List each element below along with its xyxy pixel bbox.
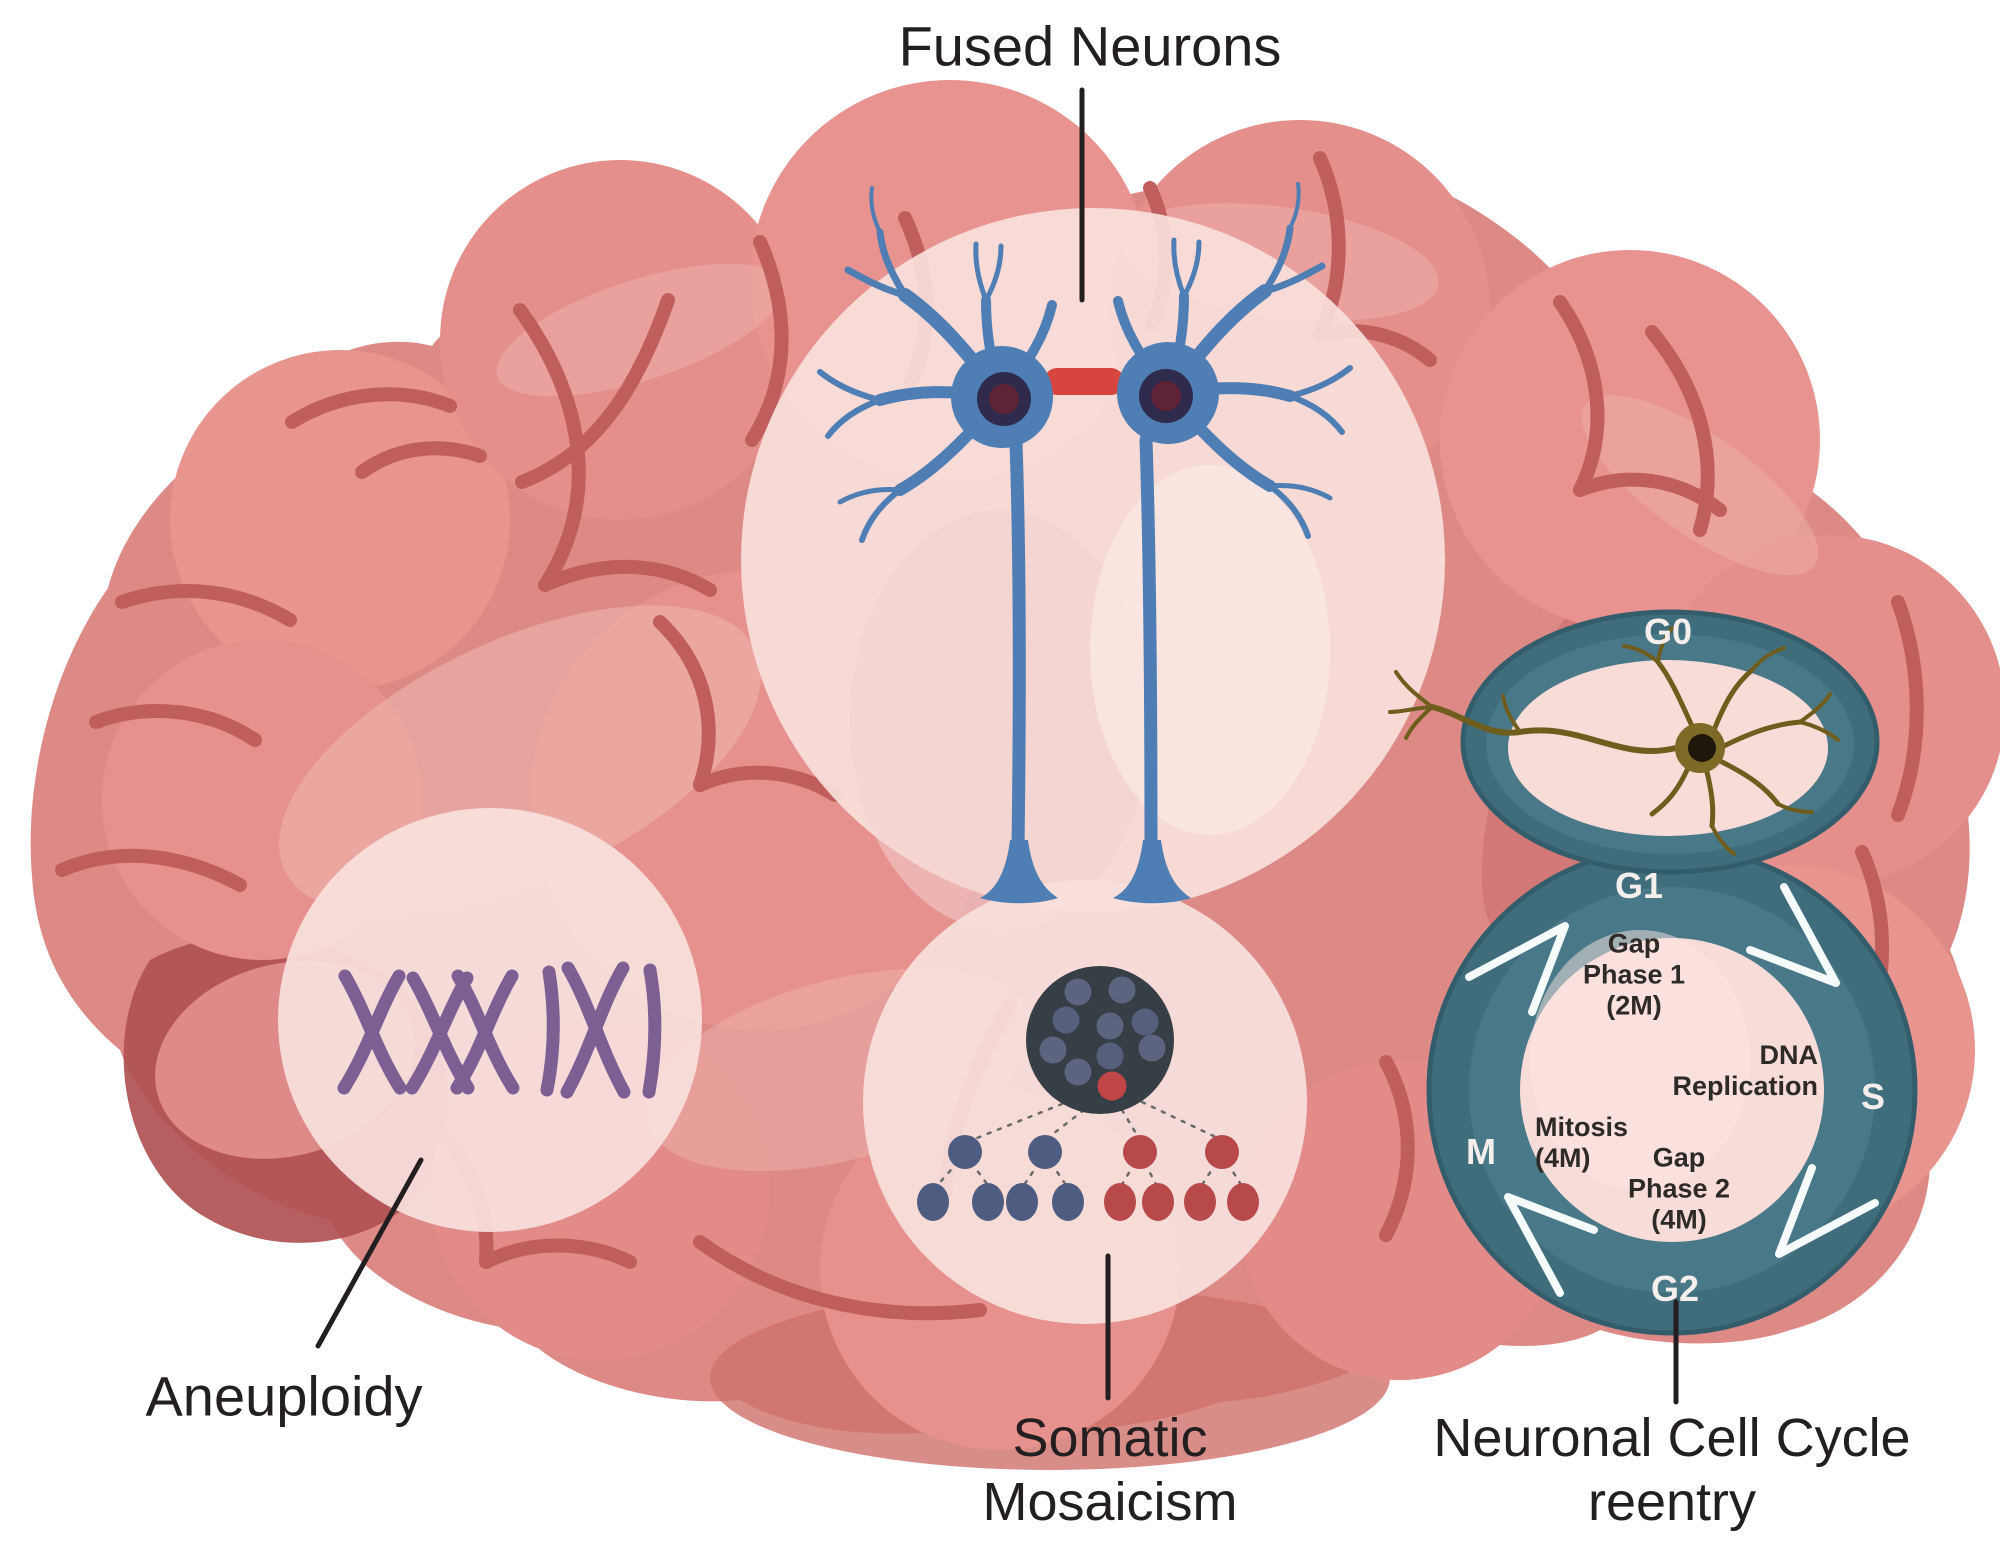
gap-phase-1-label: Gap Phase 1 (2M) xyxy=(1582,928,1686,1021)
somatic-mosaicism-label: Somatic Mosaicism xyxy=(982,1406,1237,1534)
phase-m-label: M xyxy=(1466,1131,1496,1172)
neuronal-cell-cycle-label-line2: reentry xyxy=(1587,1472,1757,1532)
leader-lines xyxy=(315,87,1679,1405)
fusion-bridge xyxy=(1044,368,1124,395)
neuronal-cell-cycle-label-line1: Neuronal Cell Cycle xyxy=(1433,1408,1911,1468)
lineage-dashed-lines xyxy=(933,1100,1245,1190)
aneuploidy-label: Aneuploidy xyxy=(145,1364,423,1428)
gap-phase-2-label: Gap Phase 2 (4M) xyxy=(1627,1142,1731,1235)
right-axon-foot xyxy=(1113,840,1191,904)
phase-g2-label: G2 xyxy=(1650,1268,1700,1309)
mutant-cell-dot xyxy=(1097,1071,1127,1101)
g0-neuron-icon xyxy=(1388,626,1840,856)
fused-neurons-icon xyxy=(817,182,1353,904)
fused-neurons-inset-fold2 xyxy=(1090,465,1330,835)
somatic-mosaicism-label-line1: Somatic xyxy=(1012,1408,1208,1468)
left-axon-foot xyxy=(980,840,1058,904)
cell-cycle-icon xyxy=(1388,609,1918,1336)
fused-neurons-inset-fold xyxy=(850,510,1150,930)
phase-s-label: S xyxy=(1860,1076,1886,1117)
progenitor-cell xyxy=(1026,966,1174,1114)
phase-g0-label: G0 xyxy=(1643,611,1693,652)
progenitor-nuclei-dots xyxy=(1039,976,1166,1086)
neuronal-cell-cycle-label: Neuronal Cell Cycle reentry xyxy=(1433,1406,1910,1534)
clone-tree-red xyxy=(1104,1135,1259,1221)
dna-replication-label: DNA Replication xyxy=(1672,1040,1818,1101)
clone-tree-blue xyxy=(917,1135,1084,1221)
aneuploidy-icon xyxy=(337,961,662,1099)
phase-g1-label: G1 xyxy=(1614,865,1664,906)
mitosis-label: Mitosis (4M) xyxy=(1535,1112,1629,1173)
g0-neuron-nucleus xyxy=(1688,734,1716,762)
aneuploidy-leader-line xyxy=(315,1157,424,1349)
cycle-direction-arrows xyxy=(1465,883,1879,1297)
fused-neurons-label: Fused Neurons xyxy=(898,14,1282,78)
somatic-mosaicism-label-line2: Mosaicism xyxy=(982,1472,1238,1532)
somatic-mosaicism-icon xyxy=(917,966,1259,1221)
